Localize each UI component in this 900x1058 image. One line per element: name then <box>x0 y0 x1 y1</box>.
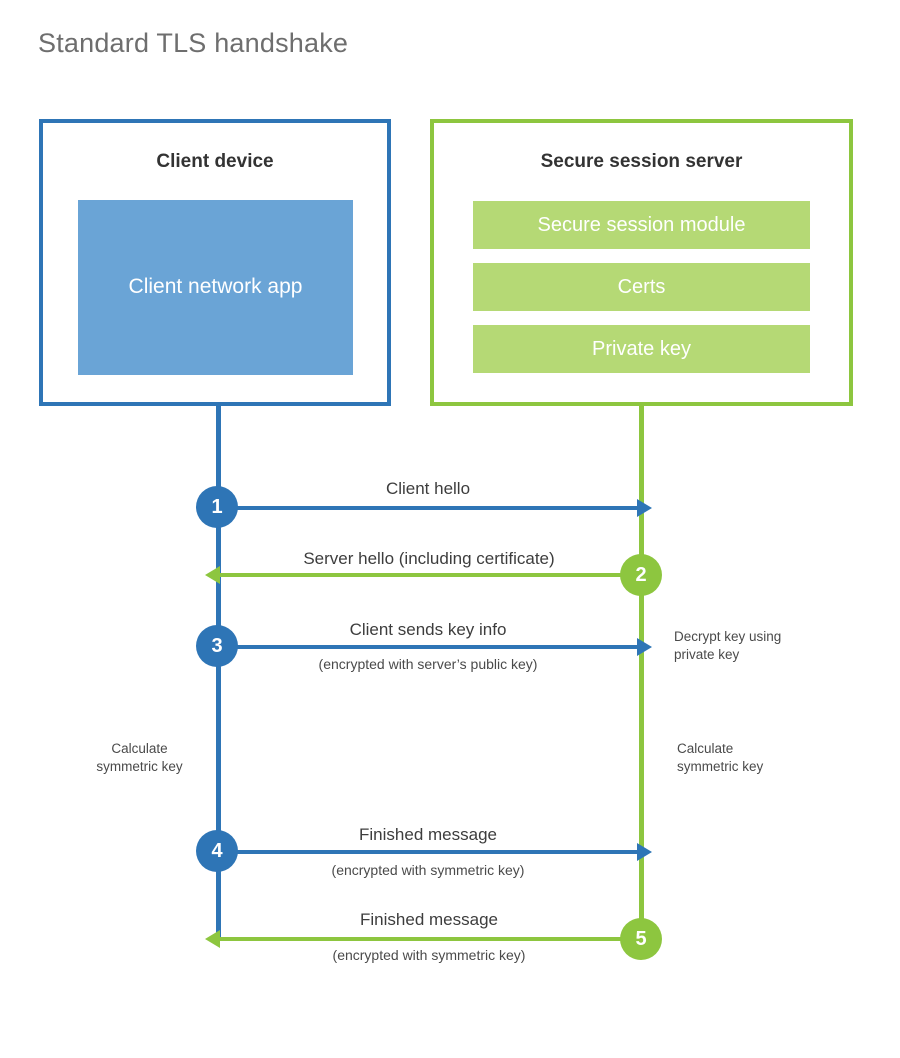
client-device-box: Client device Client network app <box>39 119 391 406</box>
client-network-app-block: Client network app <box>78 200 353 375</box>
arrow-label-step-2: Server hello (including certificate) <box>303 549 555 568</box>
arrow-step-5 <box>205 930 639 948</box>
client-lifeline <box>216 402 221 940</box>
arrow-sublabel-step-5: (encrypted with symmetric key) <box>332 947 526 963</box>
server-lifeline <box>639 402 644 940</box>
annotation-client-calculate-symmetric-key: Calculate symmetric key <box>96 741 183 775</box>
secure-session-server-title: Secure session server <box>540 151 743 172</box>
arrowhead-left-icon <box>205 566 220 584</box>
step-circle-4[interactable]: 4 <box>196 830 238 872</box>
page-title: Standard TLS handshake <box>38 28 349 58</box>
server-module-certs: Certs <box>473 263 810 311</box>
server-module-secure-session-module: Secure session module <box>473 201 810 249</box>
arrow-sublabel-step-3: (encrypted with server’s public key) <box>318 656 538 672</box>
step-circle-3[interactable]: 3 <box>196 625 238 667</box>
arrow-sublabel-step-4: (encrypted with symmetric key) <box>331 862 525 878</box>
arrowhead-right-icon <box>637 843 652 861</box>
arrow-step-1 <box>218 499 652 517</box>
annotation-server-decrypt: Decrypt key using private key <box>674 629 782 663</box>
arrowhead-left-icon <box>205 930 220 948</box>
step-circle-1[interactable]: 1 <box>196 486 238 528</box>
client-device-title: Client device <box>156 151 274 172</box>
step-circle-5[interactable]: 5 <box>620 918 662 960</box>
arrow-label-step-5: Finished message <box>360 910 498 929</box>
arrowhead-right-icon <box>637 638 652 656</box>
arrowhead-right-icon <box>637 499 652 517</box>
arrow-label-step-4: Finished message <box>359 825 497 844</box>
arrow-step-2 <box>205 566 639 584</box>
arrow-label-step-3: Client sends key info <box>349 620 507 639</box>
arrow-step-4 <box>218 843 652 861</box>
server-module-private-key: Private key <box>473 325 810 373</box>
arrow-label-step-1: Client hello <box>385 479 471 498</box>
secure-session-server-box: Secure session server Secure session mod… <box>430 119 853 406</box>
step-circle-2[interactable]: 2 <box>620 554 662 596</box>
annotation-server-calculate-symmetric-key: Calculate symmetric key <box>677 741 764 775</box>
arrow-step-3 <box>218 638 652 656</box>
